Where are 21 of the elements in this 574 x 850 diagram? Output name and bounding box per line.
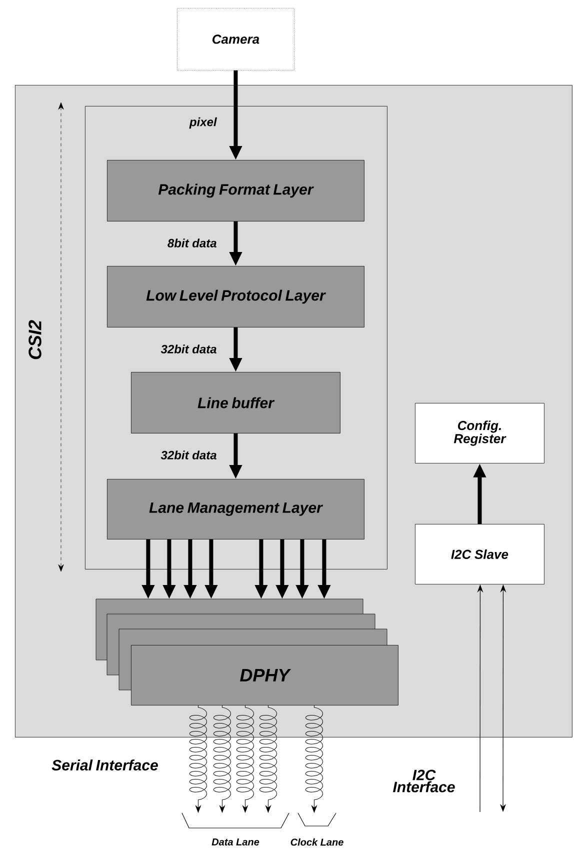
coil-arrow (259, 705, 277, 813)
text-label: Serial Interface (52, 760, 158, 770)
dashed-box: Camera (177, 8, 294, 70)
edge-label: 32bit data (160, 450, 216, 460)
block-box: Low Level Protocol Layer (107, 266, 364, 328)
block-box: Line buffer (131, 372, 340, 434)
edge-label: pixel (189, 117, 217, 129)
block-box: Config. Register (415, 403, 544, 464)
stacked-block: DPHY (96, 598, 398, 706)
bracket-label: Data Lane (182, 812, 290, 846)
coil-arrow (213, 705, 231, 813)
edge-label: 8bit data (168, 238, 216, 248)
side-label: CSI2 (28, 320, 42, 360)
bracket-label: Clock Lane (290, 812, 344, 846)
block-box: I2C Slave (415, 524, 544, 584)
text-label: I2C Interface (393, 770, 455, 792)
edge-label: 32bit data (160, 344, 216, 354)
coil-arrow (236, 705, 254, 813)
block-box: Lane Management Layer (107, 479, 364, 540)
block-box: Packing Format Layer (107, 160, 364, 222)
coil-arrow (189, 705, 207, 813)
